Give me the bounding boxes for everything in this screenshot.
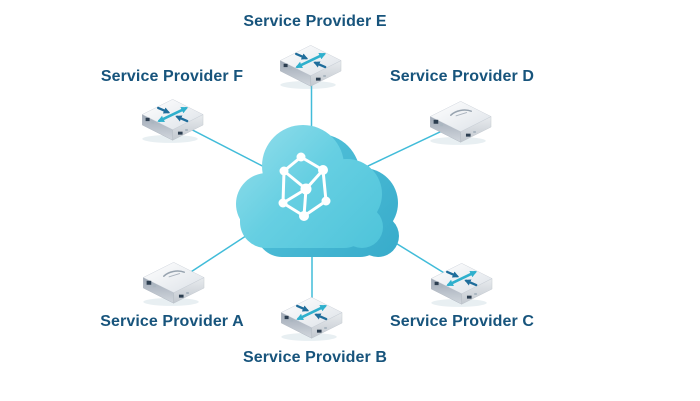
label-service-provider-b: Service Provider B: [242, 349, 388, 366]
label-service-provider-d: Service Provider D: [389, 68, 535, 85]
router-icon-provider-e: [280, 45, 341, 89]
network-graph-icon: [278, 152, 331, 221]
router-icon-provider-f: [142, 99, 203, 143]
server-icon-provider-d: [429, 100, 492, 146]
label-service-provider-e: Service Provider E: [243, 13, 387, 30]
label-service-provider-f: Service Provider F: [100, 68, 244, 85]
label-service-provider-c: Service Provider C: [389, 313, 535, 330]
router-icon-provider-b: [281, 297, 342, 341]
label-service-provider-a: Service Provider A: [100, 313, 244, 330]
cloud-hub: [236, 125, 399, 257]
